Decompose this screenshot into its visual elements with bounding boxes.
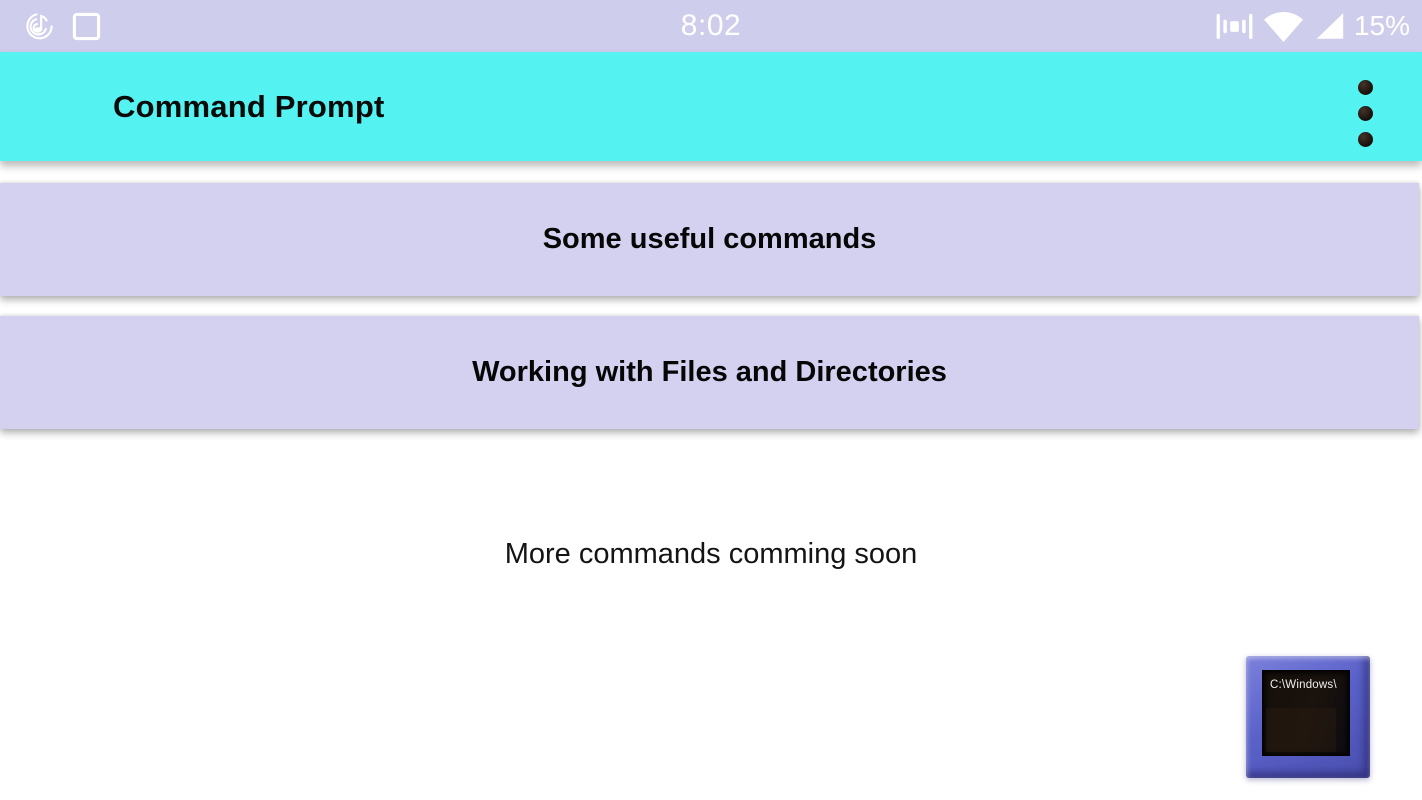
overflow-dot (1358, 80, 1373, 95)
command-prompt-icon-screen: C:\Windows\ (1262, 670, 1350, 756)
cellular-signal-icon (1314, 11, 1345, 41)
music-note-disc-icon (23, 10, 56, 43)
status-bar-clock: 8:02 (680, 9, 742, 42)
command-prompt-floating-icon[interactable]: C:\Windows\ (1246, 656, 1370, 778)
overflow-menu-button[interactable] (1358, 80, 1374, 147)
menu-button-files-directories[interactable]: Working with Files and Directories (0, 316, 1419, 429)
vibrate-icon (1216, 12, 1253, 41)
status-bar-notifications (0, 10, 101, 43)
overflow-dot (1358, 106, 1373, 121)
status-bar: 8:02 (0, 0, 1422, 52)
status-bar-system-icons: 15% (1216, 0, 1422, 52)
command-prompt-icon-path-text: C:\Windows\ (1270, 679, 1337, 691)
battery-percent-text: 15% (1353, 10, 1410, 41)
coming-soon-text: More commands comming soon (504, 538, 918, 570)
wifi-icon (1262, 10, 1305, 43)
app-bar: Command Prompt (0, 52, 1422, 161)
square-outline-notification-icon (72, 12, 101, 41)
command-prompt-icon-screen-glow (1266, 708, 1336, 752)
app-title: Command Prompt (113, 88, 385, 124)
menu-button-useful-commands[interactable]: Some useful commands (0, 183, 1419, 296)
overflow-dot (1358, 132, 1373, 147)
